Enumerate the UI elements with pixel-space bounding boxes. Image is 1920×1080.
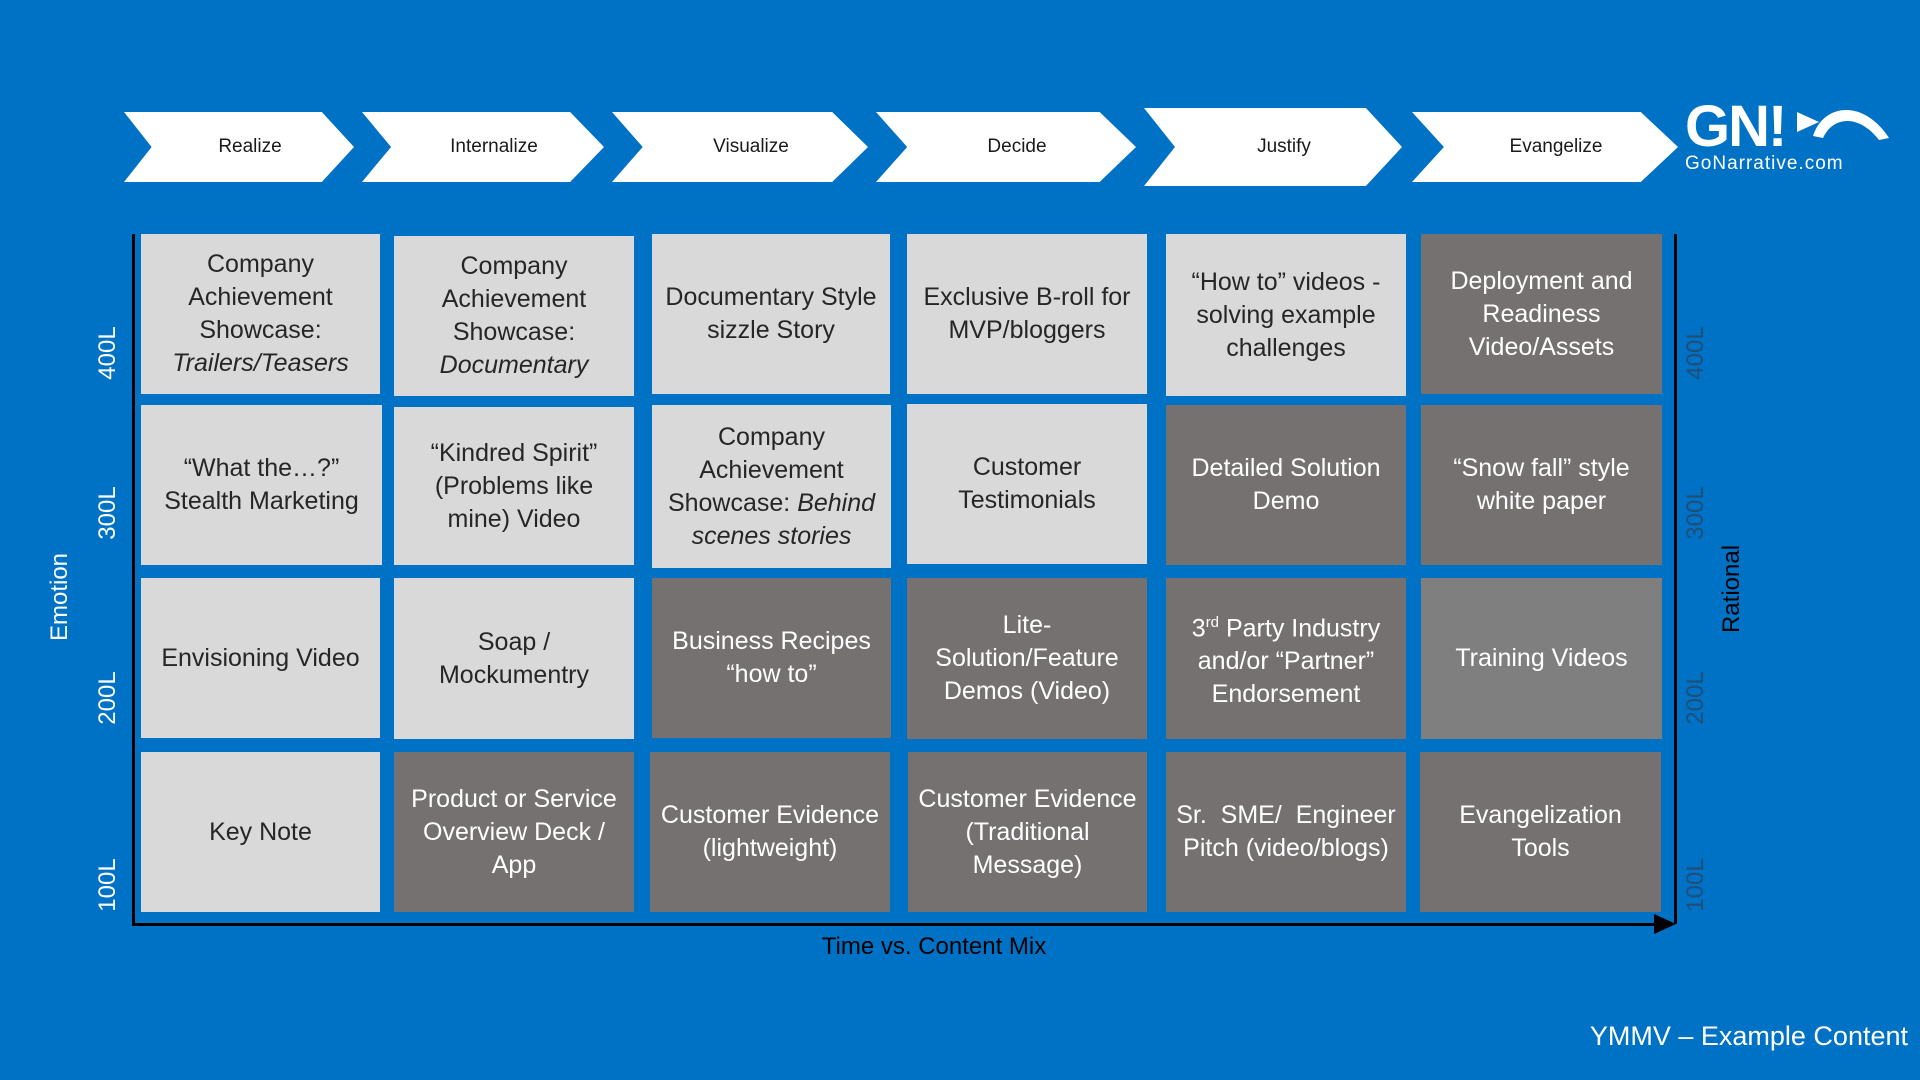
level-label-left-100: 100L	[94, 858, 121, 912]
cell-text: Envisioning Video	[161, 643, 360, 672]
cell-text: Detailed Solution Demo	[1191, 454, 1381, 515]
level-label-right-400: 400L	[1682, 326, 1709, 380]
level-label-left-200: 200L	[94, 671, 121, 725]
logo-mark: GN!	[1685, 94, 1787, 159]
megaphone-icon	[1797, 109, 1889, 140]
cell-r1-c3: Documentary Style sizzle Story	[652, 234, 890, 394]
cell-text: Exclusive B-roll for MVP/bloggers	[923, 283, 1131, 344]
cell-r3-c2: Soap / Mockumentry	[394, 578, 634, 739]
cell-r1-c5: “How to” videos - solving example challe…	[1166, 234, 1406, 396]
y-axis-left	[132, 234, 135, 926]
stage-evangelize: Evangelize	[1412, 112, 1678, 182]
cell-r2-c5: Detailed Solution Demo	[1166, 405, 1406, 565]
cell-r2-c6: “Snow fall” style white paper	[1421, 405, 1662, 565]
cell-text: “How to” videos - solving example challe…	[1191, 267, 1381, 362]
cell-text: Customer Testimonials	[958, 453, 1096, 514]
cell-r3-c5: 3rd Party Industry and/or “Partner” Endo…	[1166, 578, 1406, 739]
footer-note: YMMV – Example Content	[1589, 1021, 1908, 1051]
cell-r2-c1: “What the…?” Stealth Marketing	[141, 405, 382, 565]
x-axis-title: Time vs. Content Mix	[821, 933, 1047, 960]
stage-internalize: Internalize	[362, 112, 604, 182]
cell-text: Product or Service Overview Deck / App	[411, 784, 617, 879]
cell-text: Lite-Solution/Feature Demos (Video)	[935, 611, 1119, 705]
stage-decide: Decide	[876, 112, 1136, 182]
cell-italic-text: Documentary	[439, 351, 589, 379]
cell-text: Company Achievement Showcase:	[188, 250, 333, 344]
stage-realize: Realize	[124, 112, 354, 182]
gonarrative-logo: GN! GoNarrative.com	[1685, 98, 1890, 178]
cell-r1-c2: Company Achievement Showcase: Documentary	[394, 236, 634, 396]
cell-text: Key Note	[209, 817, 312, 846]
level-label-right-100: 100L	[1682, 858, 1709, 912]
cell-text: Evangelization Tools	[1459, 801, 1622, 862]
cell-r3-c4: Lite-Solution/Feature Demos (Video)	[907, 578, 1147, 739]
cell-r4-c3: Customer Evidence (lightweight)	[650, 752, 890, 912]
cell-r2-c2: “Kindred Spirit” (Problems like mine) Vi…	[394, 407, 634, 565]
cell-text: Company Achievement Showcase:	[441, 252, 587, 346]
cell-r3-c1: Envisioning Video	[141, 578, 380, 738]
logo-url: GoNarrative.com	[1685, 153, 1844, 174]
cell-r2-c3: Company Achievement Showcase: Behind sce…	[652, 405, 891, 568]
cell-text: “What the…?” Stealth Marketing	[164, 454, 359, 515]
stage-justify: Justify	[1144, 108, 1402, 186]
level-label-left-400: 400L	[94, 326, 121, 380]
level-label-right-200: 200L	[1682, 671, 1709, 725]
cell-r2-c4: Customer Testimonials	[907, 404, 1147, 564]
stage-visualize: Visualize	[612, 112, 868, 182]
cell-r1-c1: Company Achievement Showcase: Trailers/Te…	[141, 234, 380, 394]
y-axis-right	[1674, 234, 1677, 924]
cell-r1-c6: Deployment and Readiness Video/Assets	[1421, 234, 1662, 394]
cell-text: “Kindred Spirit” (Problems like mine) Vi…	[430, 438, 598, 533]
cell-text: Sr. SME/ Engineer Pitch (video/blogs)	[1176, 801, 1403, 862]
cell-r4-c2: Product or Service Overview Deck / App	[394, 752, 634, 912]
cell-italic-text: Behind scenes stories	[691, 488, 876, 550]
cell-text: Documentary Style sizzle Story	[665, 283, 877, 344]
cell-text: Soap / Mockumentry	[438, 627, 590, 689]
cell-italic-text: Trailers/Teasers	[172, 349, 349, 377]
left-axis-title: Emotion	[46, 552, 73, 642]
cell-r4-c6: Evangelization Tools	[1420, 752, 1661, 912]
cell-text: Customer Evidence (Traditional Message)	[918, 784, 1137, 879]
cell-r4-c4: Customer Evidence (Traditional Message)	[908, 752, 1147, 912]
cell-r1-c4: Exclusive B-roll for MVP/bloggers	[907, 234, 1147, 394]
level-label-right-300: 300L	[1682, 486, 1709, 540]
cell-r3-c6: Training Videos	[1421, 578, 1662, 739]
cell-r4-c5: Sr. SME/ Engineer Pitch (video/blogs)	[1166, 752, 1406, 912]
cell-text: Company Achievement Showcase:	[667, 422, 844, 517]
cell-r4-c1: Key Note	[141, 752, 380, 912]
cell-text: Customer Evidence (lightweight)	[660, 801, 880, 862]
x-axis	[132, 923, 1662, 926]
level-label-left-300: 300L	[94, 486, 121, 540]
cell-text: Training Videos	[1455, 644, 1628, 672]
cell-text: Business Recipes “how to”	[672, 627, 871, 688]
x-axis-arrowhead	[1654, 914, 1676, 934]
right-axis-title: Rational	[1718, 544, 1745, 634]
cell-text: Deployment and Readiness Video/Assets	[1450, 266, 1633, 361]
cell-r3-c3: Business Recipes “how to”	[652, 578, 891, 738]
cell-text: “Snow fall” style white paper	[1453, 454, 1630, 515]
